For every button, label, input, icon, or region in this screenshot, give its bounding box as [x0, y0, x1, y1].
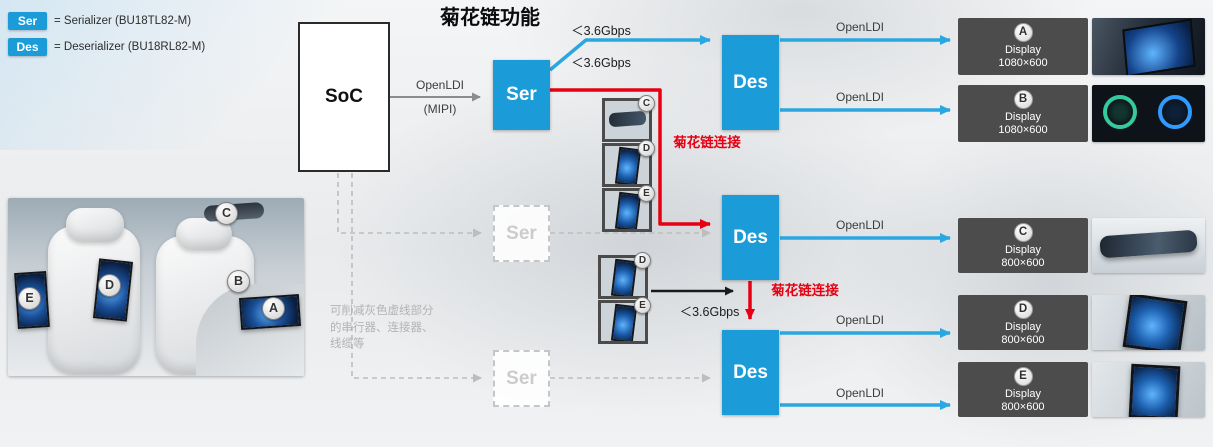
- display-box-d: D Display 800×600: [958, 295, 1088, 350]
- display-a-badge: A: [1013, 23, 1033, 42]
- display-box-a: A Display 1080×600: [958, 18, 1088, 75]
- reduction-note: 可削减灰色虚线部分 的串行器、连接器、 线缆等: [330, 303, 480, 353]
- display-c-badge: C: [1013, 223, 1033, 242]
- label-openldi-b: OpenLDI: [835, 90, 885, 104]
- car-label-b: B: [227, 270, 250, 293]
- thumb-badge-e2: E: [634, 297, 651, 314]
- serializer-box-removable-2: Ser: [493, 350, 550, 407]
- soc-label: SoC: [325, 86, 363, 107]
- deserializer-box-3: Des: [722, 330, 779, 415]
- thumbnail-display-e: E: [602, 185, 655, 232]
- legend-row-serializer: Ser = Serializer (BU18TL82-M): [8, 12, 191, 30]
- deserializer-label: Des: [733, 226, 768, 248]
- display-box-c: C Display 800×600: [958, 218, 1088, 273]
- display-a-photo: [1092, 18, 1205, 75]
- thumb-badge-d2: D: [634, 252, 651, 269]
- thumbnail-display-d2: D: [598, 252, 651, 299]
- label-daisy-chain-2: 菊花链连接: [771, 283, 839, 298]
- serializer-box-removable-1: Ser: [493, 205, 550, 262]
- display-a-resolution: 1080×600: [998, 56, 1048, 69]
- display-e-photo: [1092, 362, 1205, 417]
- car-headrest: [66, 208, 124, 242]
- reduction-note-line: 可削减灰色虚线部分: [330, 305, 434, 317]
- display-b-badge: B: [1013, 90, 1033, 109]
- display-e-badge: E: [1013, 367, 1033, 386]
- serializer-label: Ser: [506, 84, 537, 105]
- reduction-note-line: 的串行器、连接器、: [330, 321, 434, 334]
- display-box-e: E Display 800×600: [958, 362, 1088, 417]
- label-daisy-chain-1: 菊花链连接: [673, 135, 741, 150]
- des-description: = Deserializer (BU18RL82-M): [54, 41, 206, 53]
- serializer-box-active: Ser: [493, 60, 550, 130]
- thumb-badge-d: D: [638, 140, 655, 157]
- deserializer-label: Des: [733, 361, 768, 383]
- display-d-resolution: 800×600: [1001, 333, 1045, 346]
- des-badge: Des: [8, 38, 47, 56]
- legend-row-deserializer: Des = Deserializer (BU18RL82-M): [8, 38, 205, 56]
- soc-box: SoC: [298, 22, 390, 172]
- display-d-badge: D: [1013, 300, 1033, 319]
- label-gbps-mid: ＜3.6Gbps: [571, 56, 631, 70]
- serializer-label: Ser: [506, 367, 537, 389]
- label-gbps-chain: ＜3.6Gbps: [679, 305, 740, 319]
- label-openldi-a: OpenLDI: [835, 20, 885, 34]
- label-openldi-soc: OpenLDI: [415, 78, 465, 92]
- display-b-name: Display: [1004, 111, 1042, 123]
- display-box-b: B Display 1080×600: [958, 85, 1088, 142]
- label-openldi-d: OpenLDI: [835, 313, 885, 327]
- label-gbps-top: ＜3.6Gbps: [571, 24, 631, 38]
- label-openldi-c: OpenLDI: [835, 218, 885, 232]
- reduction-note-line: 线缆等: [330, 338, 365, 351]
- thumbnail-display-d: D: [602, 140, 655, 187]
- display-b-resolution: 1080×600: [998, 123, 1048, 136]
- ser-description: = Serializer (BU18TL82-M): [54, 15, 192, 27]
- page-title: 菊花链功能: [440, 7, 540, 29]
- thumbnail-display-e2: E: [598, 297, 651, 344]
- serializer-label: Ser: [506, 222, 537, 244]
- ser-badge: Ser: [8, 12, 47, 30]
- deserializer-box-1: Des: [722, 35, 779, 130]
- deserializer-box-2: Des: [722, 195, 779, 280]
- display-d-photo: [1092, 295, 1205, 350]
- car-label-c: C: [215, 202, 238, 225]
- thumb-badge-c: C: [638, 95, 655, 112]
- thumbnail-display-c: C: [602, 95, 655, 142]
- display-d-name: Display: [1004, 321, 1042, 333]
- car-interior-photo: A B C D E: [8, 198, 304, 376]
- display-c-resolution: 800×600: [1001, 256, 1045, 269]
- display-b-photo: [1092, 85, 1205, 142]
- deserializer-label: Des: [733, 71, 768, 93]
- display-c-name: Display: [1004, 244, 1042, 256]
- car-label-d: D: [98, 274, 121, 297]
- thumb-badge-e: E: [638, 185, 655, 202]
- display-e-resolution: 800×600: [1001, 400, 1045, 413]
- display-a-name: Display: [1004, 44, 1042, 56]
- car-label-e: E: [18, 287, 41, 310]
- label-openldi-e: OpenLDI: [835, 386, 885, 400]
- label-mipi: (MIPI): [423, 102, 457, 116]
- display-c-photo: [1092, 218, 1205, 273]
- display-e-name: Display: [1004, 388, 1042, 400]
- car-label-a: A: [262, 297, 285, 320]
